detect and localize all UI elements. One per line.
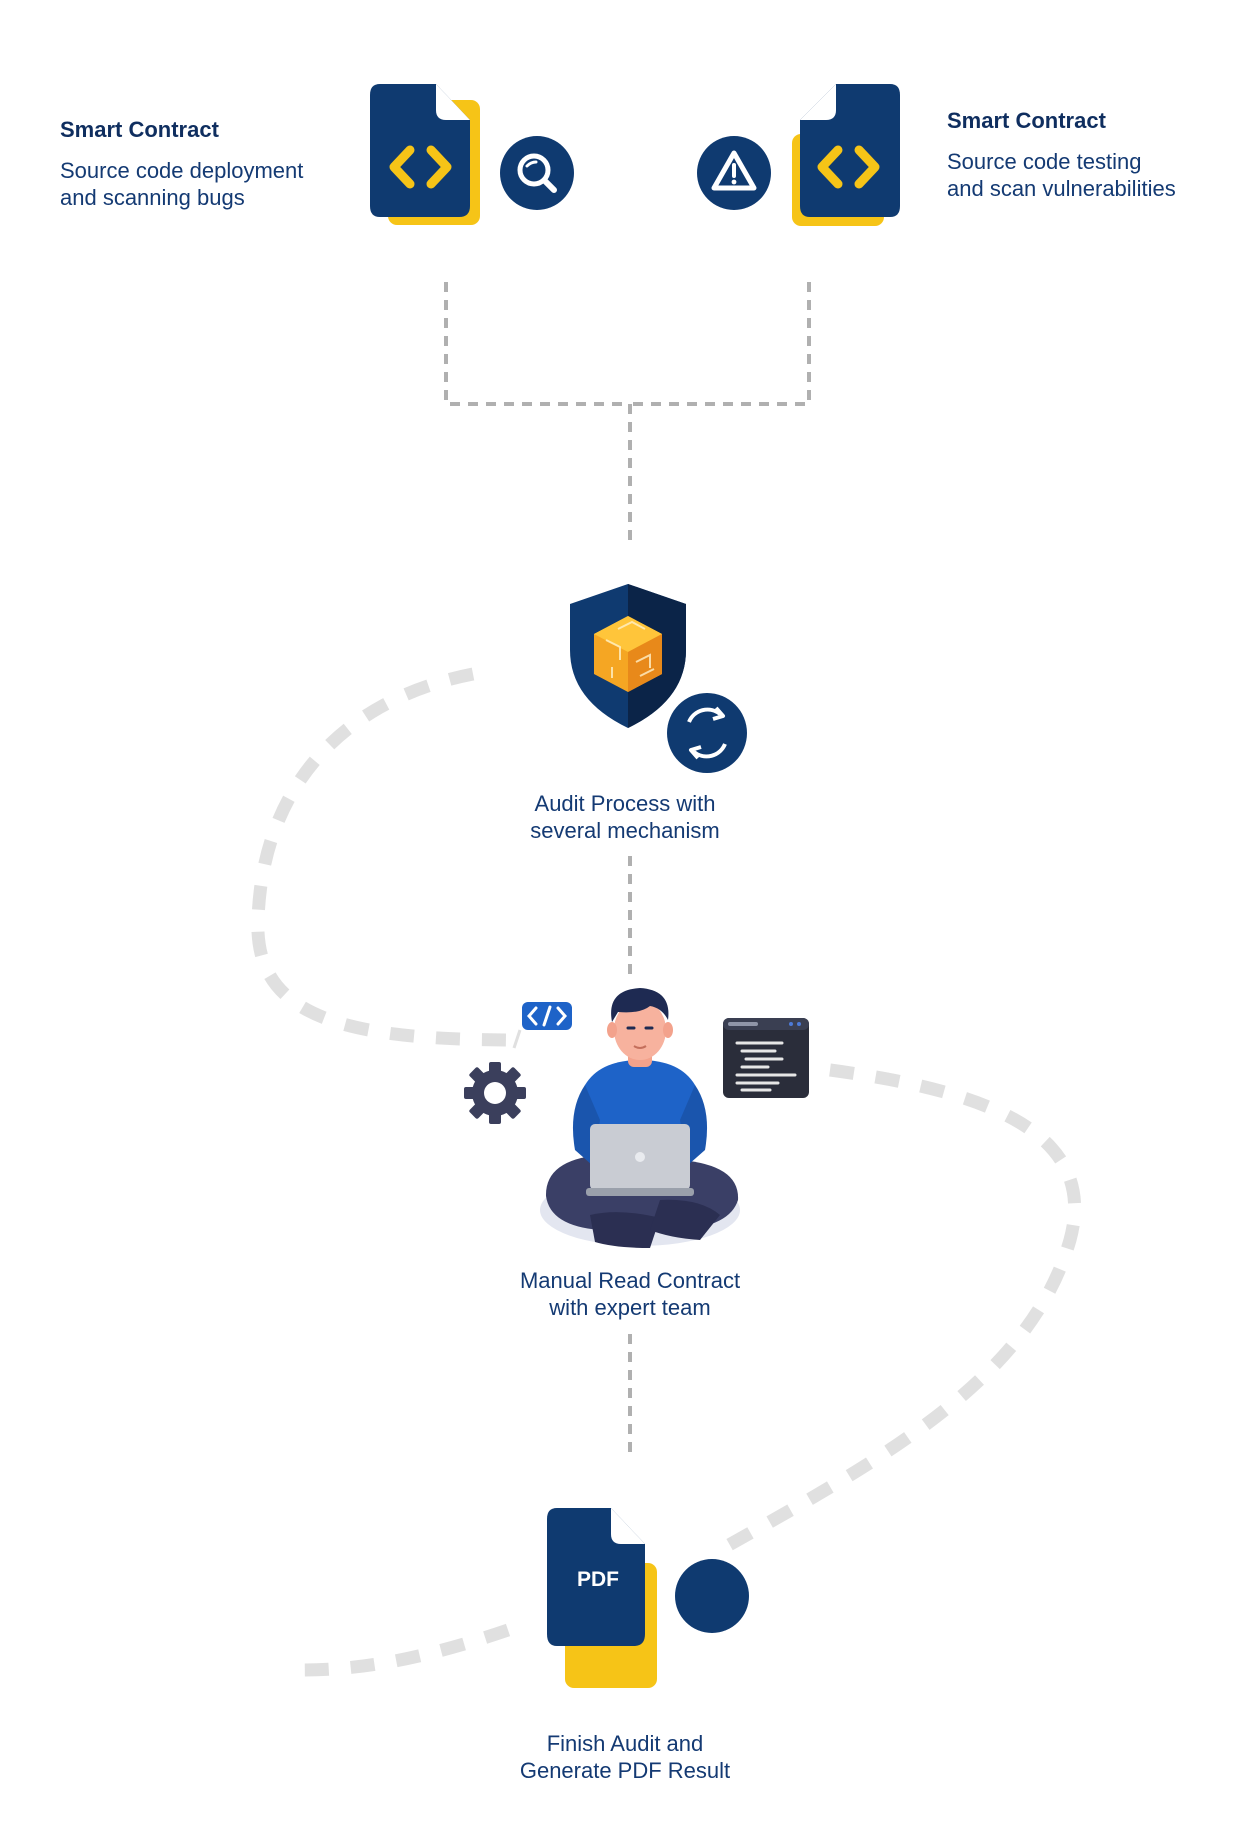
- audit-label: Audit Process with several mechanism: [470, 790, 780, 844]
- right-contract-line2: and scan vulnerabilities: [947, 176, 1176, 201]
- code-file-icon: [370, 84, 480, 225]
- left-contract-line2: and scanning bugs: [60, 185, 245, 210]
- left-contract-title: Smart Contract: [60, 117, 219, 142]
- gear-icon: [464, 1062, 526, 1124]
- search-icon: [500, 136, 574, 210]
- left-contract-line1: Source code deployment: [60, 158, 304, 183]
- audit-line1: Audit Process with: [534, 791, 716, 816]
- terminal-icon: [723, 1018, 809, 1098]
- developer-illustration: [540, 988, 740, 1248]
- finish-label: Finish Audit and Generate PDF Result: [470, 1730, 780, 1784]
- warning-icon: [697, 136, 771, 210]
- connector-left-down: [444, 282, 628, 406]
- finish-line1: Finish Audit and: [546, 1731, 704, 1756]
- right-contract-line1: Source code testing: [947, 149, 1142, 174]
- right-contract-label: Smart Contract Source code testing and s…: [947, 107, 1247, 202]
- manual-line1: Manual Read Contract: [519, 1268, 741, 1293]
- connector-lines: [444, 282, 811, 1454]
- right-contract-title: Smart Contract: [947, 108, 1106, 133]
- code-tag-icon: [512, 1002, 572, 1049]
- code-file-icon: [792, 84, 900, 226]
- finish-line2: Generate PDF Result: [519, 1758, 731, 1783]
- pdf-file-label: PDF: [577, 1568, 619, 1591]
- audit-line2: several mechanism: [530, 818, 720, 843]
- manual-label: Manual Read Contract with expert team: [470, 1267, 790, 1321]
- connector-right-down: [628, 282, 811, 406]
- status-dot: [675, 1559, 749, 1633]
- pdf-file-icon: PDF: [547, 1508, 657, 1688]
- shield-cube-icon: [570, 584, 686, 728]
- refresh-icon: [667, 693, 747, 773]
- left-contract-label: Smart Contract Source code deployment an…: [60, 116, 360, 211]
- flow-curve: [251, 667, 1082, 1677]
- manual-line2: with expert team: [549, 1295, 711, 1320]
